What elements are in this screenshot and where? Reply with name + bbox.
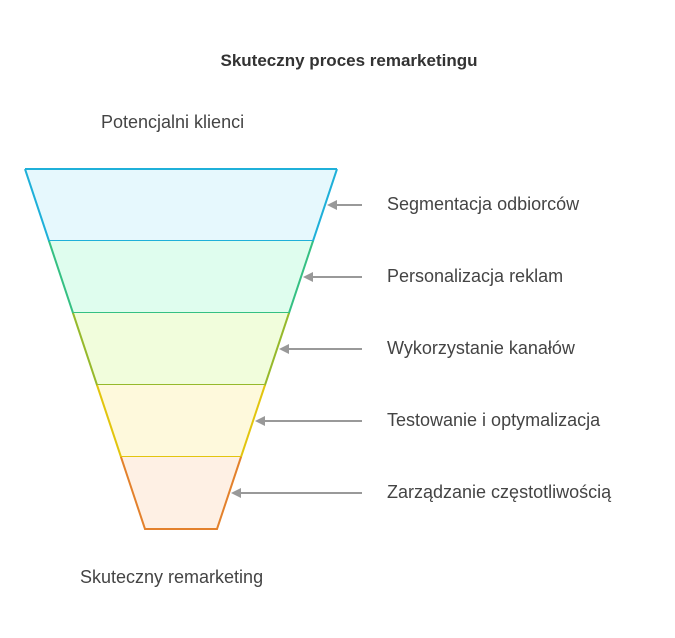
stage-label: Testowanie i optymalizacja (387, 410, 601, 430)
funnel-stage-3 (73, 313, 289, 385)
arrow-left-icon (327, 200, 337, 210)
funnel-stage-outline (120, 456, 242, 530)
stage-label: Wykorzystanie kanałów (387, 338, 575, 358)
arrow-left-icon (231, 488, 241, 498)
arrow-left-icon (303, 272, 313, 282)
funnel-stage-1 (25, 169, 337, 241)
funnel-bottom-label: Skuteczny remarketing (80, 567, 264, 587)
diagram-title: Skuteczny proces remarketingu (220, 51, 478, 70)
stage-label: Segmentacja odbiorców (387, 194, 580, 214)
stage-label: Zarządzanie częstotliwością (387, 482, 612, 502)
arrow-left-icon (255, 416, 265, 426)
funnel-stage-5 (121, 457, 241, 529)
stage-label: Personalizacja reklam (387, 266, 564, 286)
funnel-stage-4 (97, 385, 265, 457)
funnel-top-label: Potencjalni klienci (101, 112, 245, 132)
funnel-stage-2 (49, 241, 313, 313)
arrow-left-icon (279, 344, 289, 354)
